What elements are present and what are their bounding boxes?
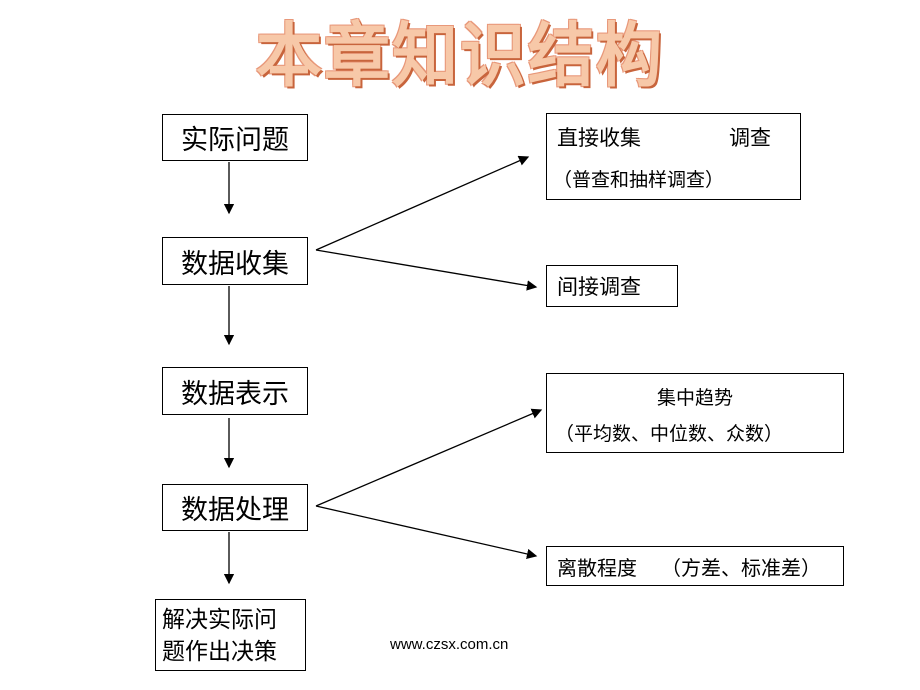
branch-direct-collection: 直接收集 调查 （普查和抽样调查） [546, 113, 801, 200]
branch-direct-label: 直接收集 [557, 126, 641, 150]
footer-url: www.czsx.com.cn [390, 636, 509, 653]
arrow-collect-to-indirect [315, 249, 538, 291]
step-decision-line2: 题作出决策 [162, 639, 277, 665]
branch-central-tendency: 集中趋势 （平均数、中位数、众数） [546, 373, 844, 453]
step-data-processing: 数据处理 [162, 484, 308, 531]
step-decision-line1: 解决实际问 [162, 607, 277, 633]
step-data-representation-label: 数据表示 [181, 378, 289, 410]
step-data-processing-label: 数据处理 [181, 495, 289, 526]
step-practical-problem-label: 实际问题 [181, 125, 289, 156]
page-title: 本章知识结构 [256, 15, 664, 97]
branch-direct-survey-label: 调查 [729, 126, 771, 150]
branch-indirect-label: 间接调查 [557, 275, 641, 299]
branch-indirect-survey: 间接调查 [546, 265, 678, 307]
step-data-representation: 数据表示 [162, 367, 308, 415]
branch-dispersion-label: 离散程度 [557, 555, 637, 580]
branch-central-note: （平均数、中位数、众数） [555, 423, 784, 445]
step-practical-problem: 实际问题 [162, 114, 308, 161]
step-decision: 解决实际问 题作出决策 [155, 599, 306, 671]
arrow-process-to-central [315, 408, 543, 507]
branch-dispersion-note: （方差、标准差） [661, 555, 821, 580]
branch-central-label: 集中趋势 [656, 387, 733, 409]
arrow-collect-to-direct [315, 155, 530, 251]
branch-direct-note: （普查和抽样调查） [553, 169, 725, 191]
step-data-collection-label: 数据收集 [181, 248, 289, 280]
branch-dispersion: 离散程度 （方差、标准差） [546, 546, 844, 586]
step-data-collection: 数据收集 [162, 237, 308, 285]
arrow-process-to-dispersion [315, 505, 538, 560]
